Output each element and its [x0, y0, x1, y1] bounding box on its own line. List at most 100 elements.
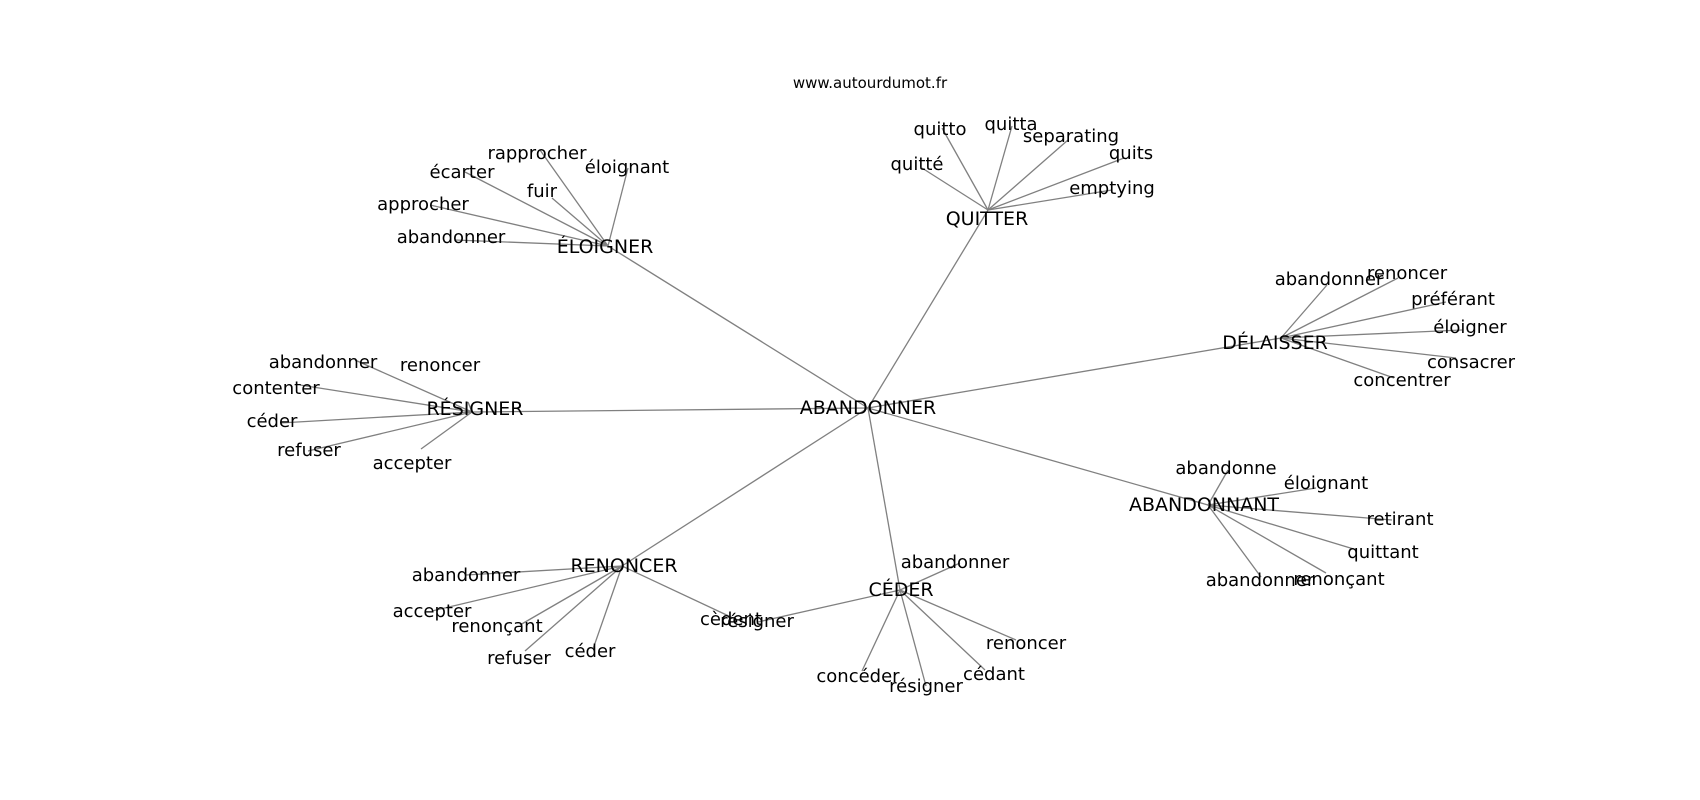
leaf-node[interactable]: renoncer: [1367, 263, 1448, 284]
site-url[interactable]: www.autourdumot.fr: [793, 74, 948, 92]
hub-node-delaisser[interactable]: DÉLAISSER: [1222, 331, 1328, 354]
leaf-node[interactable]: accepter: [393, 601, 472, 622]
leaf-node[interactable]: consacrer: [1427, 352, 1516, 373]
leaf-node[interactable]: résigner: [889, 676, 963, 697]
leaf-node[interactable]: quittant: [1347, 542, 1418, 563]
graph-edges: [279, 125, 1463, 687]
hub-leaf-edge-2-2: [1280, 301, 1447, 339]
hub-leaf-edge-6-3: [861, 589, 901, 672]
leaf-node[interactable]: préférant: [1411, 289, 1495, 310]
leaf-node[interactable]: renonçant: [451, 616, 542, 637]
hub-node-abandonnant[interactable]: ABANDONNANT: [1129, 494, 1279, 516]
hub-node-eloigner[interactable]: ÉLOIGNER: [557, 235, 654, 258]
hub-leaf-edge-1-4: [921, 167, 989, 211]
leaf-node[interactable]: fuir: [527, 181, 558, 202]
hub-leaf-edge-4-2: [1207, 504, 1393, 521]
leaf-node[interactable]: écarter: [430, 162, 496, 183]
leaf-node[interactable]: cèdent: [700, 609, 762, 630]
hub-leaf-edge-2-1: [1280, 277, 1399, 339]
hub-leaf-edge-4-0: [1207, 469, 1229, 506]
hub-leaf-edge-5-3: [524, 565, 623, 652]
leaf-node[interactable]: quits: [1109, 143, 1153, 164]
hub-leaf-edge-0-0: [539, 149, 609, 247]
hub-node-ceder[interactable]: CÉDER: [868, 578, 933, 601]
center-node[interactable]: ABANDONNER: [800, 397, 936, 419]
hub-leaf-edge-1-2: [987, 139, 1069, 211]
leaf-node[interactable]: accepter: [373, 453, 452, 474]
hub-leaf-edge-3-1: [467, 401, 473, 413]
leaf-node[interactable]: concentrer: [1353, 370, 1451, 391]
hub-leaf-edge-4-3: [1207, 504, 1358, 551]
leaf-node[interactable]: abandonner: [412, 565, 521, 586]
leaf-node[interactable]: renonçant: [1293, 569, 1384, 590]
hub-node-resigner[interactable]: RÉSIGNER: [426, 397, 523, 420]
hub-leaf-edge-2-0: [1280, 284, 1328, 339]
leaf-node[interactable]: quitta: [985, 114, 1038, 135]
center-hub-edge-6: [867, 407, 901, 591]
center-hub-edge-4: [867, 407, 1209, 506]
hub-node-renoncer[interactable]: RENONCER: [570, 555, 677, 577]
leaf-node[interactable]: cédant: [963, 664, 1025, 685]
hub-leaf-edge-1-3: [987, 157, 1125, 211]
leaf-node[interactable]: céder: [247, 411, 298, 432]
leaf-node[interactable]: separating: [1023, 126, 1119, 147]
leaf-node[interactable]: éloignant: [585, 157, 669, 178]
center-hub-edge-0: [607, 245, 869, 409]
hub-leaf-edge-0-4: [429, 204, 609, 247]
hub-node-quitter[interactable]: QUITTER: [946, 208, 1029, 230]
leaf-node[interactable]: refuser: [277, 440, 341, 461]
leaf-node[interactable]: abandonne: [1175, 458, 1276, 479]
hub-leaf-edge-5-2: [519, 565, 623, 626]
center-hub-edge-5: [621, 407, 869, 567]
leaf-node[interactable]: abandonner: [269, 352, 378, 373]
hub-leaf-edge-3-4: [307, 411, 473, 452]
leaf-node[interactable]: abandonner: [1206, 570, 1315, 591]
hub-leaf-edge-6-4: [899, 589, 986, 671]
hub-leaf-edge-3-3: [279, 411, 473, 424]
hub-leaf-edge-3-0: [354, 359, 473, 413]
hub-leaf-edge-2-4: [1280, 337, 1457, 359]
hub-leaf-edge-6-5: [899, 589, 927, 687]
hub-leaf-edge-6-2: [899, 589, 1017, 641]
hub-leaf-edge-4-4: [1207, 504, 1327, 574]
hub-leaf-edge-4-1: [1207, 487, 1317, 506]
hub-leaf-edge-5-4: [592, 565, 623, 650]
hub-leaf-edge-1-1: [987, 125, 1013, 211]
leaf-node[interactable]: quitto: [914, 119, 967, 140]
leaf-node[interactable]: emptying: [1069, 178, 1155, 199]
hub-leaf-edge-3-2: [299, 384, 473, 413]
leaf-node[interactable]: abandonner: [397, 227, 506, 248]
hub-leaf-edge-4-5: [1207, 504, 1262, 578]
leaf-node[interactable]: éloignant: [1284, 473, 1368, 494]
hub-leaf-edge-6-1: [757, 589, 901, 623]
leaf-node[interactable]: renoncer: [986, 633, 1067, 654]
leaf-node[interactable]: refuser: [487, 648, 551, 669]
leaf-node[interactable]: éloigner: [1433, 317, 1507, 338]
leaf-node[interactable]: céder: [565, 641, 616, 662]
center-hub-edge-2: [867, 337, 1282, 409]
hub-leaf-edge-5-5: [621, 565, 734, 619]
hub-leaf-edge-0-5: [454, 239, 609, 247]
hub-leaf-edge-0-3: [551, 197, 609, 247]
hub-leaf-edge-5-1: [431, 565, 623, 612]
leaf-node[interactable]: concéder: [816, 666, 900, 687]
hub-leaf-edge-6-0: [899, 562, 961, 591]
hub-leaf-edge-1-0: [941, 127, 989, 211]
hub-leaf-edge-5-0: [465, 565, 623, 576]
leaf-node[interactable]: abandonner: [901, 552, 1010, 573]
leaf-node[interactable]: retirant: [1366, 509, 1433, 530]
hub-leaf-edge-2-5: [1280, 337, 1395, 379]
leaf-node[interactable]: contenter: [232, 378, 320, 399]
hub-leaf-edge-0-2: [607, 167, 629, 247]
leaf-node[interactable]: rapprocher: [487, 143, 587, 164]
hub-leaf-edge-1-5: [987, 189, 1113, 211]
leaf-node[interactable]: abandonner: [1275, 269, 1384, 290]
center-hub-edge-1: [867, 209, 989, 409]
leaf-node[interactable]: approcher: [377, 194, 469, 215]
leaf-node[interactable]: quitté: [890, 154, 943, 175]
leaf-node[interactable]: résigner: [720, 611, 794, 632]
hub-leaf-edge-3-5: [420, 411, 473, 450]
leaf-node[interactable]: renoncer: [400, 355, 481, 376]
hub-leaf-edge-0-1: [464, 171, 609, 247]
